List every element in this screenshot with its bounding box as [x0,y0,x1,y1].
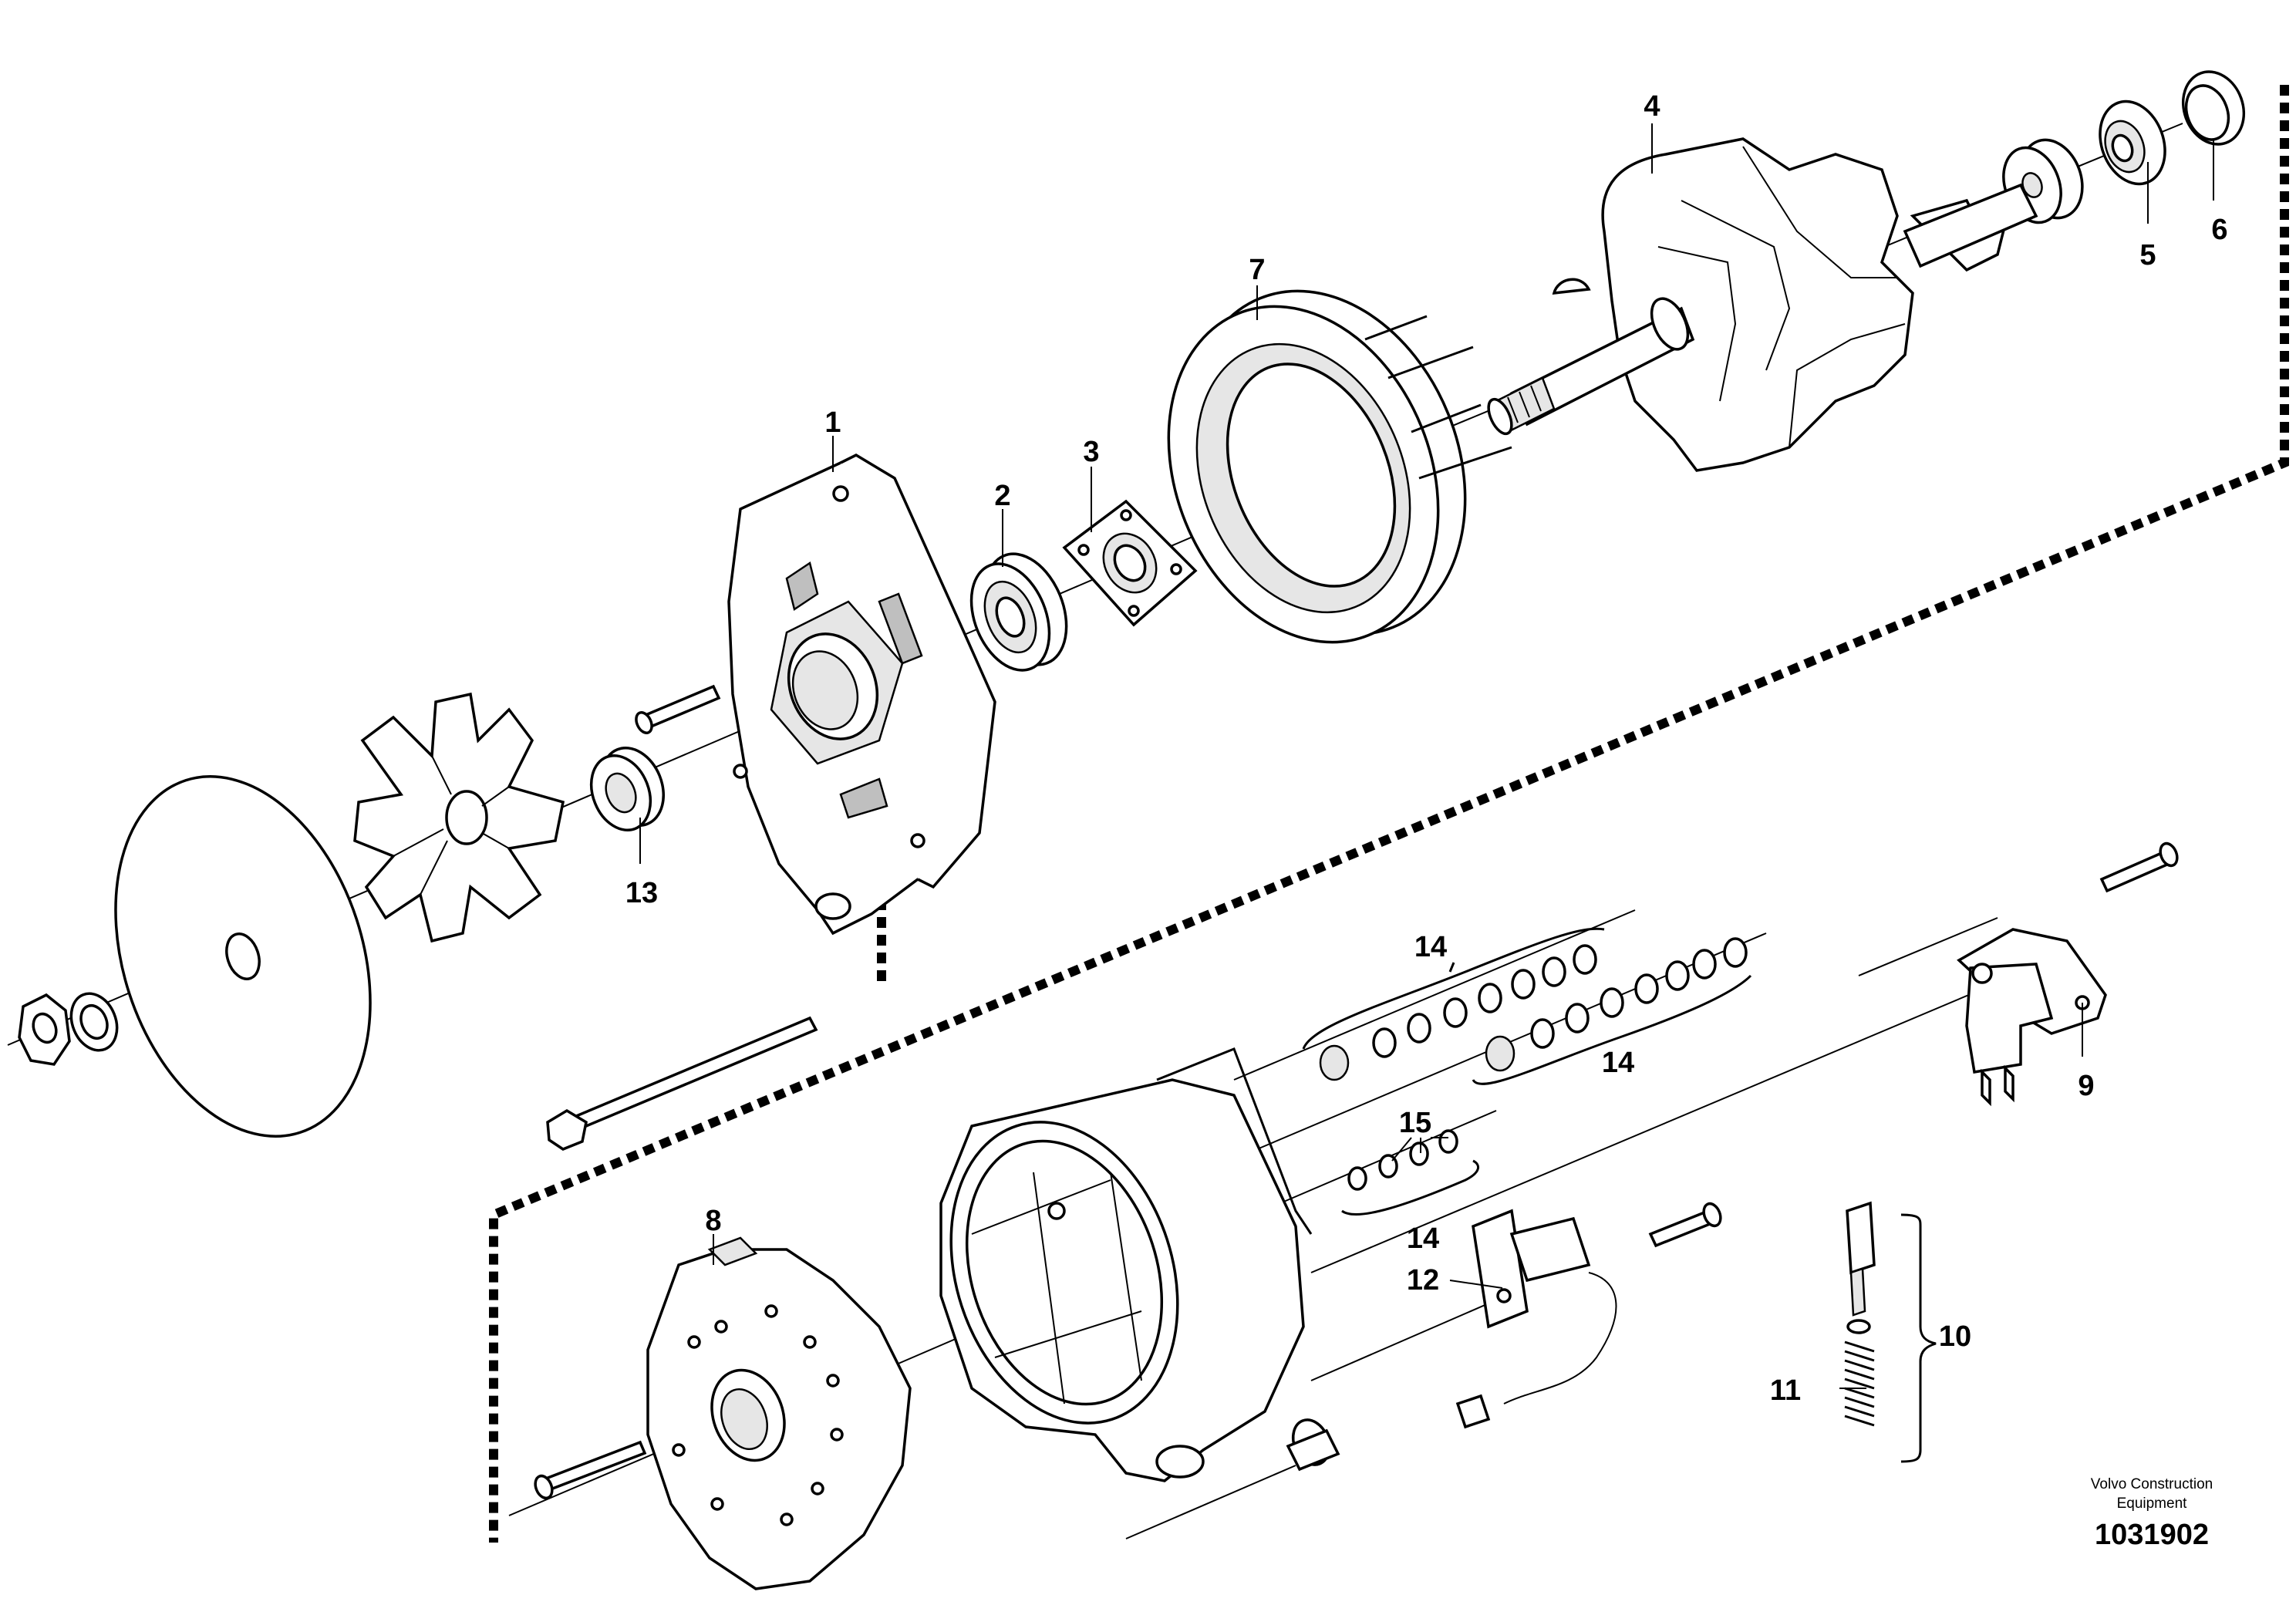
sleeve-bushing [1286,1418,1340,1472]
part-9-regulator [1957,841,2179,1107]
callout-11: 11 [1770,1374,1801,1407]
credit-block: Volvo Construction Equipment 1031902 [2091,1476,2213,1551]
part-7-stator [1167,289,1512,644]
callout-3: 3 [1083,436,1099,468]
credit-line-2: Equipment [2117,1496,2188,1512]
slip-ring-end-housing [939,1047,1313,1482]
part-8-rectifier [534,1236,912,1590]
part-15-pointer [1391,1137,1448,1162]
pulley-disc [114,775,372,1138]
part-14-insulator-set-small [1341,1129,1479,1216]
part-6-seal-ring [2181,70,2246,146]
nut [18,993,71,1066]
part-2-bearing [969,552,1068,672]
washer [69,992,119,1052]
part-14-insulator-set-lower [1472,937,1752,1085]
callout-6: 6 [2211,214,2227,246]
callout-4: 4 [1644,90,1660,123]
callout-8: 8 [705,1205,721,1237]
part-3-retainer-plate [1062,499,1198,627]
callout-12: 12 [1407,1264,1439,1297]
part-11-spring [1844,1319,1875,1427]
callout-9: 9 [2078,1070,2094,1102]
callout-1: 1 [824,406,841,439]
callout-15: 15 [1399,1107,1431,1139]
part-13-seal [589,746,666,832]
drawing-number: 1031902 [2095,1519,2209,1551]
part-14-insulator-set-upper [1302,927,1605,1081]
leader-lines [639,123,2214,1389]
callout-14-small: 14 [1407,1222,1439,1255]
part-12-capacitor [1455,1202,1722,1429]
callout-14-upper: 14 [1414,931,1447,963]
callout-10: 10 [1939,1320,1971,1353]
part-1-drive-end-frame [635,454,996,936]
part-5-bearing [2099,99,2166,186]
part-10-brush-assembly [1846,1201,1937,1463]
callout-7: 7 [1249,254,1265,286]
callout-5: 5 [2139,239,2156,271]
callout-14-lower: 14 [1602,1047,1634,1079]
part-4-rotor [1487,137,2038,472]
credit-line-1: Volvo Construction [2091,1476,2213,1492]
callout-2: 2 [994,480,1010,512]
callout-13: 13 [625,877,658,909]
fan [353,692,565,943]
through-bolt [546,1016,818,1151]
callouts: 1 2 3 4 5 6 7 8 9 10 11 12 13 14 14 14 1… [625,90,2228,1407]
